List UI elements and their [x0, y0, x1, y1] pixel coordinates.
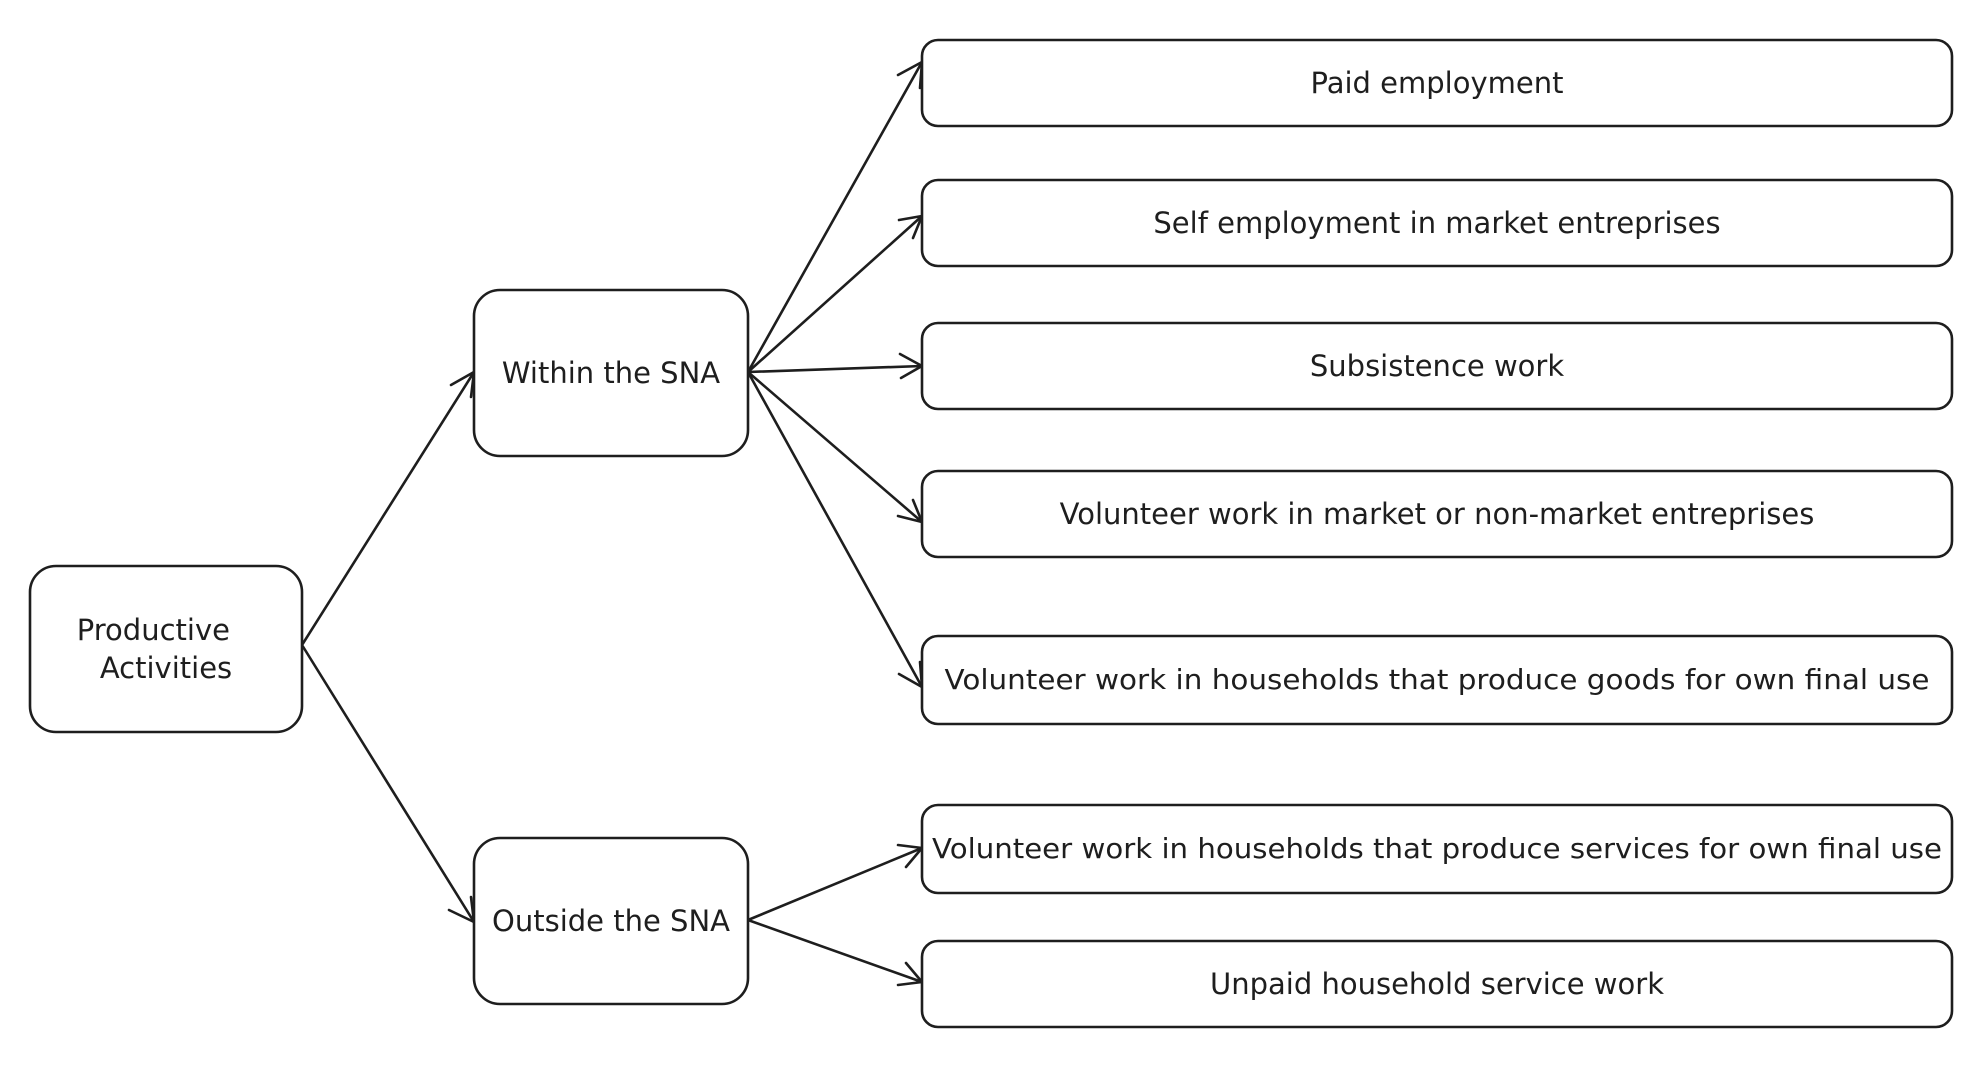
node-subsistence-work-label: Subsistence work [1310, 349, 1564, 383]
node-volunteer-market: Volunteer work in market or non-market e… [920, 469, 1954, 559]
node-unpaid-household-label: Unpaid household service work [1210, 967, 1664, 1001]
node-productive-activities-label: Productive Activities [77, 613, 239, 685]
edge-root-outside [300, 643, 476, 924]
node-productive-activities-line-2: Activities [100, 651, 232, 685]
node-unpaid-household: Unpaid household service work [920, 939, 1954, 1029]
edge-within-self [746, 214, 924, 374]
node-self-employment-label: Self employment in market entreprises [1153, 206, 1720, 240]
edge-within-paid [746, 60, 924, 374]
node-volunteer-services: Volunteer work in households that produc… [920, 803, 1954, 895]
edge-within-volunteer-market [746, 370, 924, 524]
nodes: Productive Activities Within the SNA Out… [28, 38, 1954, 1029]
edge-outside-unpaid [746, 918, 924, 984]
node-productive-activities: Productive Activities [28, 564, 304, 734]
node-volunteer-services-label: Volunteer work in households that produc… [932, 832, 1942, 865]
node-outside-sna-label: Outside the SNA [492, 904, 730, 938]
node-paid-employment: Paid employment [920, 38, 1954, 128]
edge-root-within [300, 370, 476, 647]
node-within-sna: Within the SNA [472, 288, 750, 458]
edge-within-subsistence [746, 364, 924, 374]
node-volunteer-market-label: Volunteer work in market or non-market e… [1060, 497, 1815, 531]
node-within-sna-label: Within the SNA [502, 356, 720, 390]
edges [300, 60, 924, 987]
node-volunteer-goods-label: Volunteer work in households that produc… [945, 663, 1930, 696]
node-volunteer-goods: Volunteer work in households that produc… [920, 634, 1954, 726]
node-outside-sna: Outside the SNA [472, 836, 750, 1006]
node-subsistence-work: Subsistence work [920, 321, 1954, 411]
node-productive-activities-line-1: Productive [77, 613, 230, 647]
node-paid-employment-label: Paid employment [1311, 66, 1564, 100]
node-self-employment: Self employment in market entreprises [920, 178, 1954, 268]
edge-outside-volunteer-services [746, 846, 924, 922]
edge-within-volunteer-goods [746, 370, 924, 689]
